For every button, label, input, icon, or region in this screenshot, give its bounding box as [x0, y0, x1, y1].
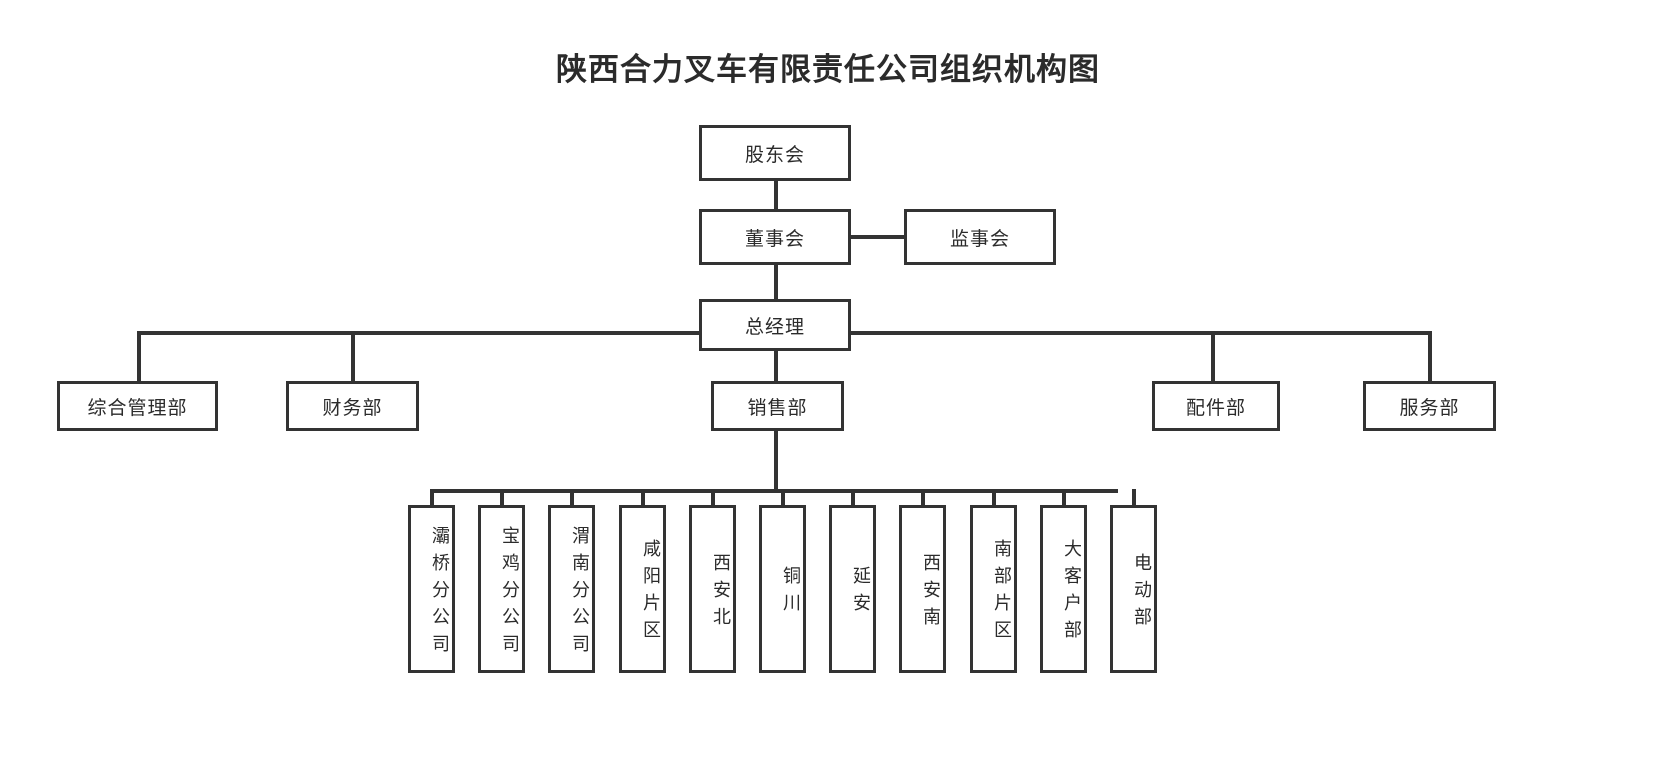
connector-sales-drop — [774, 431, 778, 491]
connector-gm-sales — [774, 331, 778, 381]
node-dept-sales[interactable]: 销售部 — [711, 381, 844, 431]
node-supervisory-board[interactable]: 监事会 — [904, 209, 1056, 265]
node-dept-admin[interactable]: 综合管理部 — [57, 381, 218, 431]
connector-board-gm — [774, 264, 778, 300]
node-dept-parts[interactable]: 配件部 — [1152, 381, 1280, 431]
connector-sales-child-11 — [1131, 489, 1136, 505]
node-sales-child-11[interactable]: 电动部 — [1110, 505, 1157, 673]
node-sales-child-2[interactable]: 宝鸡分公司 — [478, 505, 525, 673]
connector-sales-bus — [430, 489, 1118, 493]
connector-sales-child-1 — [429, 489, 434, 505]
connector-sales-child-8 — [920, 489, 925, 505]
node-sales-child-10[interactable]: 大客户部 — [1040, 505, 1087, 673]
node-sales-child-1[interactable]: 灞桥分公司 — [408, 505, 455, 673]
node-board-of-directors[interactable]: 董事会 — [699, 209, 851, 265]
connector-gm-admin — [137, 331, 141, 381]
connector-sales-child-2 — [499, 489, 504, 505]
connector-gm-finance — [351, 331, 355, 381]
page-title: 陕西合力叉车有限责任公司组织机构图 — [556, 52, 1100, 88]
node-general-manager[interactable]: 总经理 — [699, 299, 851, 351]
node-dept-finance[interactable]: 财务部 — [286, 381, 419, 431]
node-dept-service[interactable]: 服务部 — [1363, 381, 1496, 431]
connector-sales-child-5 — [710, 489, 715, 505]
node-sales-child-4[interactable]: 咸阳片区 — [619, 505, 666, 673]
connector-gm-parts — [1211, 331, 1215, 381]
connector-board-supervisors — [851, 235, 906, 239]
node-shareholders[interactable]: 股东会 — [699, 125, 851, 181]
connector-sales-child-4 — [640, 489, 645, 505]
node-sales-child-3[interactable]: 渭南分公司 — [548, 505, 595, 673]
connector-shareholders-board — [774, 181, 778, 209]
connector-sales-child-10 — [1061, 489, 1066, 505]
connector-sales-child-3 — [569, 489, 574, 505]
node-sales-child-7[interactable]: 延安 — [829, 505, 876, 673]
connector-gm-service — [1428, 331, 1432, 381]
node-sales-child-6[interactable]: 铜川 — [759, 505, 806, 673]
connector-sales-child-6 — [780, 489, 785, 505]
node-sales-child-8[interactable]: 西安南 — [899, 505, 946, 673]
node-sales-child-9[interactable]: 南部片区 — [970, 505, 1017, 673]
connector-sales-child-9 — [991, 489, 996, 505]
node-sales-child-5[interactable]: 西安北 — [689, 505, 736, 673]
connector-sales-child-7 — [850, 489, 855, 505]
